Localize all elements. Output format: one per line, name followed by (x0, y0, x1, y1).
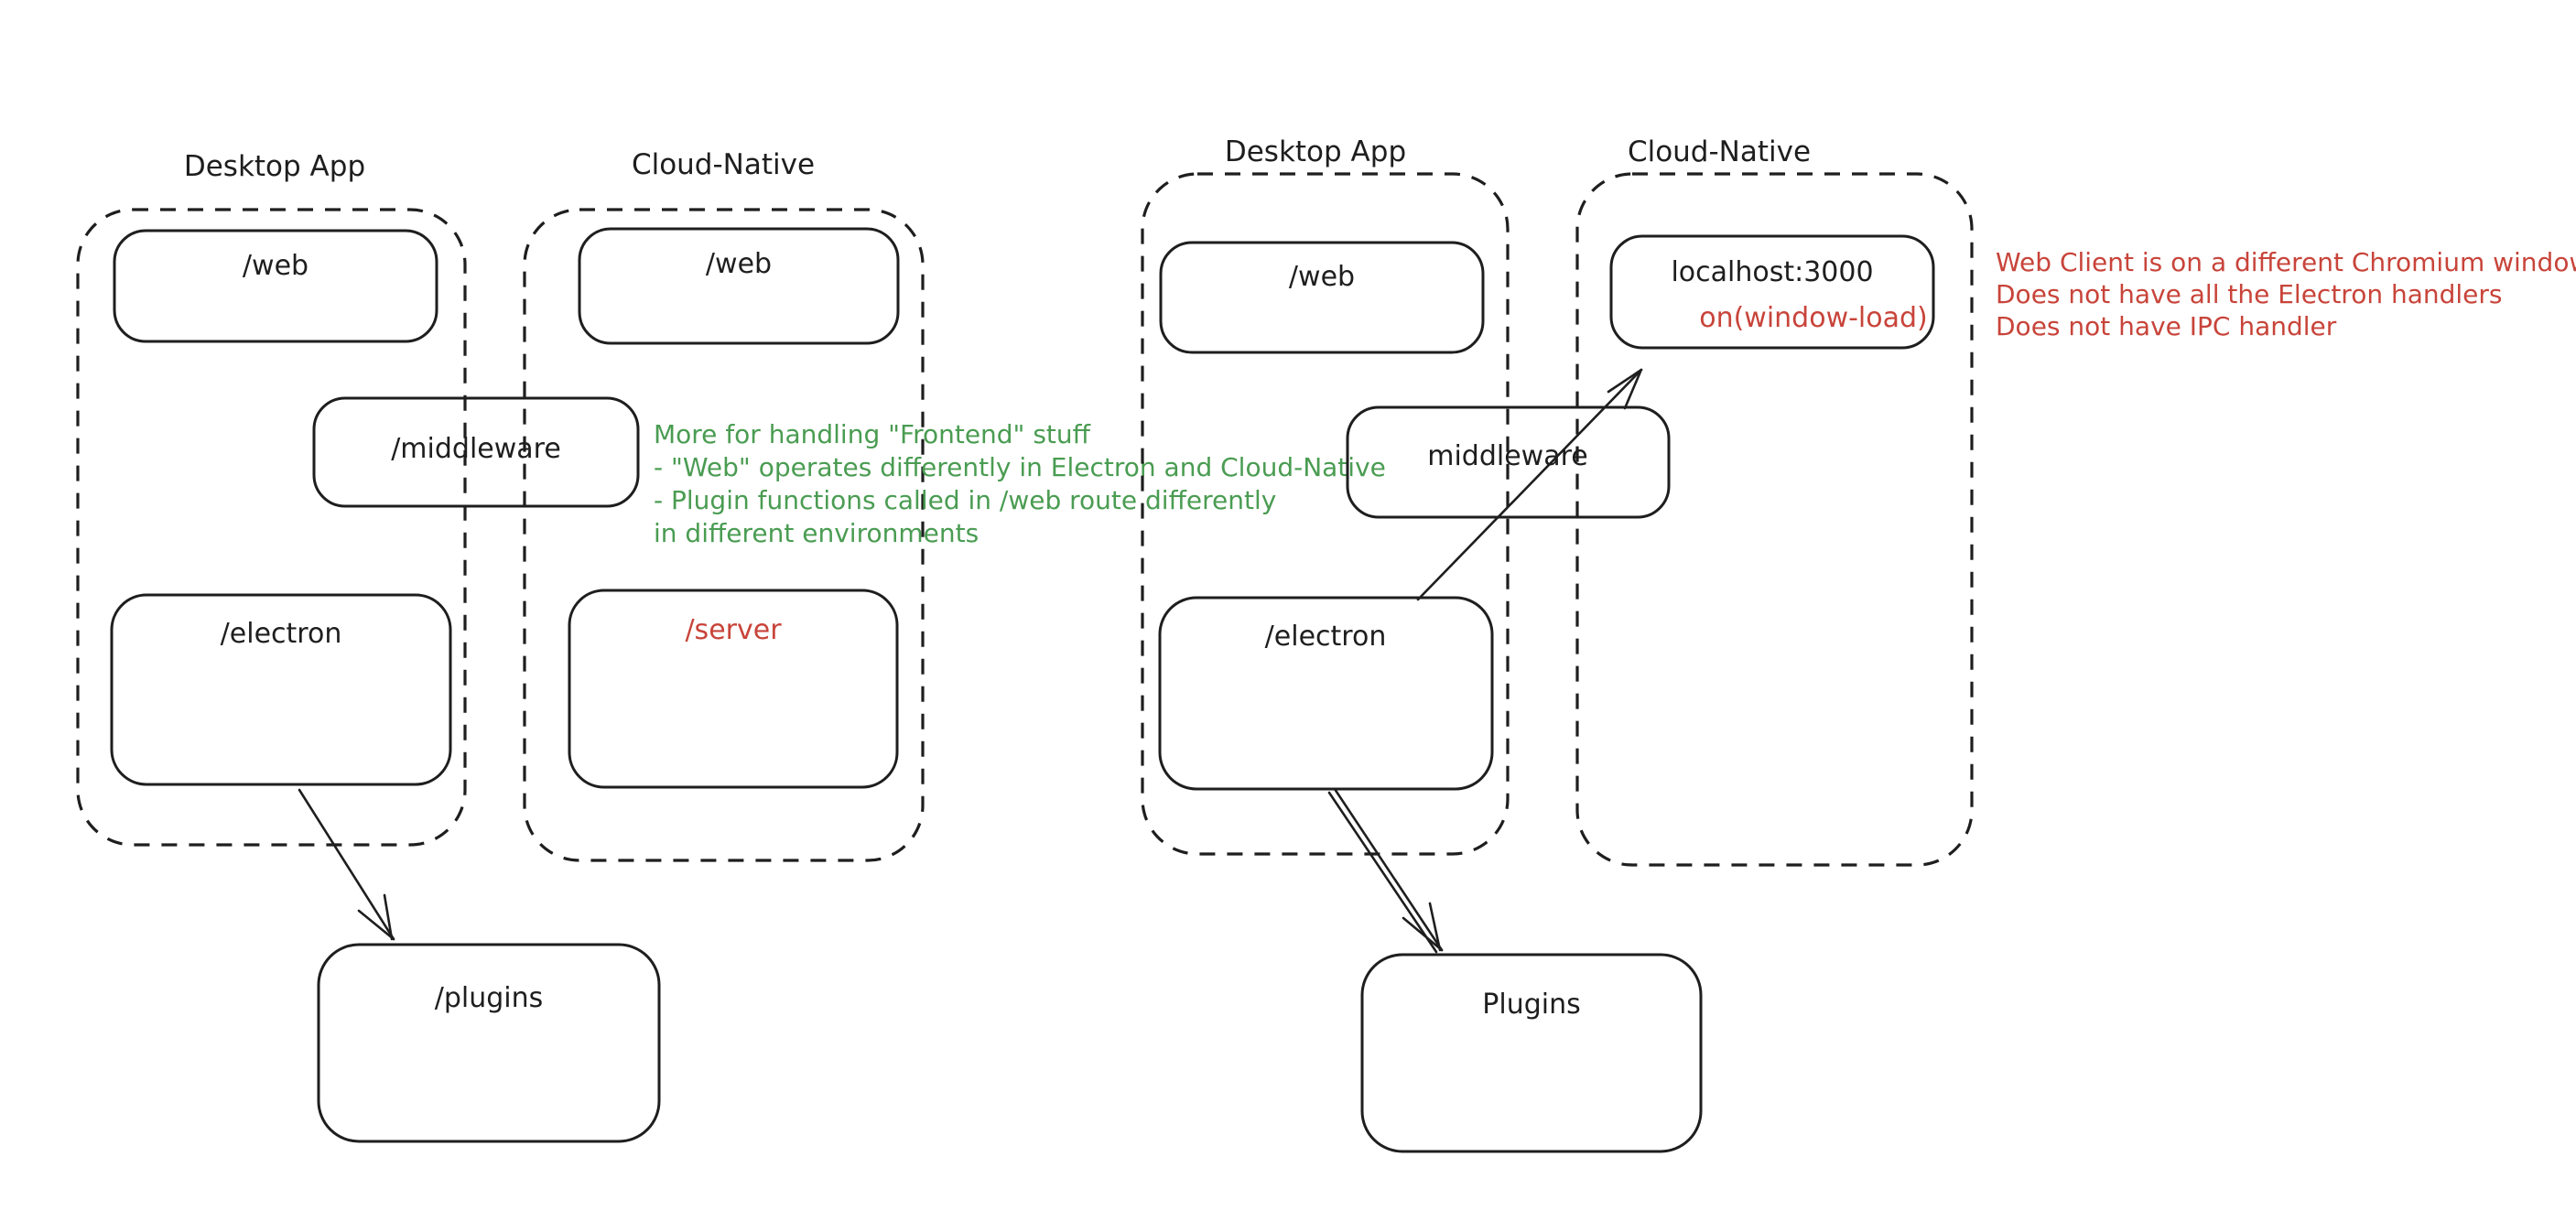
right-cloud-native-container (1575, 172, 1974, 867)
green-annotation-line-4: in different environments (654, 518, 979, 548)
left-desktop-app-title: Desktop App (184, 150, 365, 183)
right-plugins-box (1360, 953, 1703, 1153)
left-middleware-label: /middleware (391, 433, 561, 465)
green-annotation-line-1: More for handling "Frontend" stuff (654, 419, 1091, 449)
right-middleware-label: middleware (1427, 440, 1588, 472)
left-web-cloud-box (578, 227, 900, 345)
right-desktop-app-container (1141, 172, 1510, 856)
left-electron-box (110, 593, 452, 786)
red-annotation-line-2: Does not have all the Electron handlers (1996, 279, 2503, 309)
right-web-box (1159, 241, 1485, 354)
right-localhost-box (1609, 234, 1935, 350)
left-cloud-native-container (523, 208, 925, 862)
right-desktop-app-title: Desktop App (1225, 135, 1406, 168)
right-arrow-electron-to-localhost (1416, 368, 1643, 601)
red-annotation-line-3: Does not have IPC handler (1996, 311, 2337, 341)
right-electron-label: /electron (1265, 621, 1387, 653)
right-web-label: /web (1289, 261, 1355, 293)
right-red-annotation: Web Client is on a different Chromium wi… (1996, 247, 2576, 341)
right-localhost-label: localhost:3000 (1671, 256, 1873, 288)
green-annotation-line-2: - "Web" operates differently in Electron… (654, 452, 1386, 482)
red-annotation-line-1: Web Client is on a different Chromium wi… (1996, 247, 2576, 277)
left-plugins-box (317, 943, 661, 1143)
left-diagram: Desktop App Cloud-Native /web /web /midd… (76, 148, 1386, 1143)
right-localhost-event-label: on(window-load) (1699, 302, 1928, 334)
left-server-label: /server (685, 614, 782, 646)
left-server-box (568, 589, 899, 789)
right-diagram: Desktop App Cloud-Native /web localhost:… (1141, 135, 2576, 1153)
right-cloud-native-title: Cloud-Native (1628, 135, 1811, 168)
right-plugins-label: Plugins (1482, 989, 1580, 1021)
left-web-cloud-label: /web (706, 248, 772, 280)
left-web-desktop-label: /web (243, 250, 308, 282)
left-cloud-native-title: Cloud-Native (632, 148, 815, 181)
right-electron-box (1158, 596, 1494, 791)
green-annotation-line-3: - Plugin functions called in /web route … (654, 485, 1276, 515)
left-electron-label: /electron (221, 618, 342, 650)
left-middleware-box (312, 396, 640, 508)
left-desktop-app-container (76, 208, 467, 847)
left-arrow-electron-to-plugins (298, 788, 395, 941)
right-middleware-box (1346, 405, 1671, 519)
left-web-desktop-box (113, 229, 438, 343)
right-arrow-electron-to-plugins (1327, 787, 1444, 954)
left-plugins-label: /plugins (435, 982, 544, 1014)
left-green-annotation: More for handling "Frontend" stuff - "We… (654, 419, 1386, 548)
